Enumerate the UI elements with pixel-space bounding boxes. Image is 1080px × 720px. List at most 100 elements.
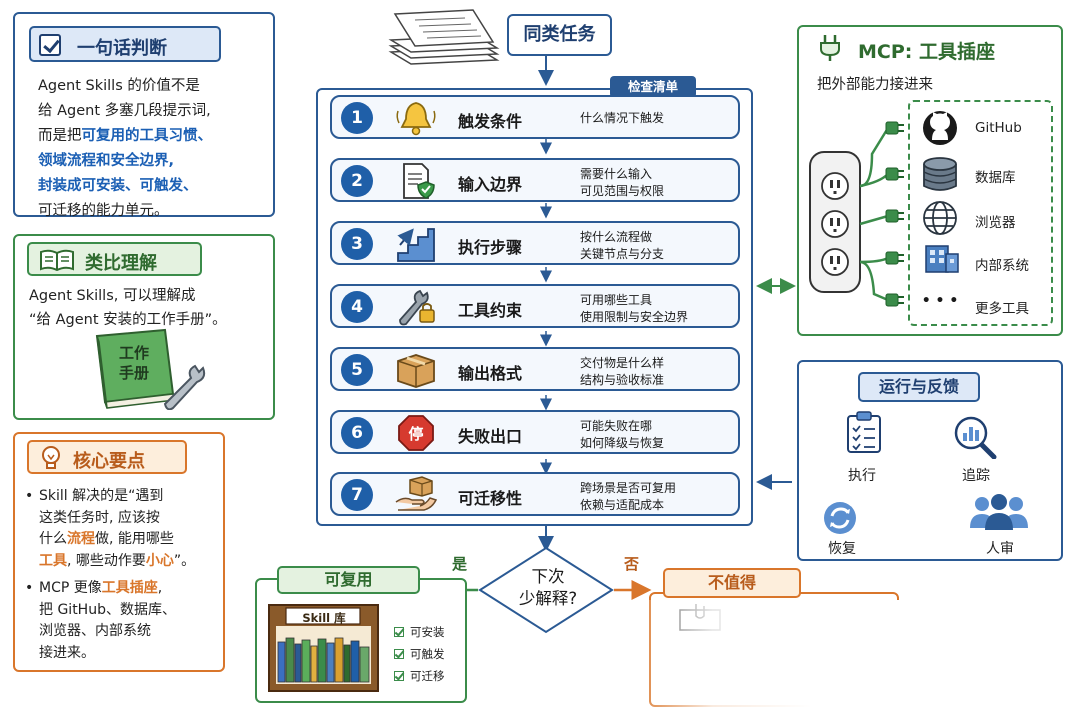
key-points-title: 核心要点	[73, 451, 145, 472]
bookshelf-icon	[268, 604, 379, 692]
bell-icon	[396, 102, 436, 136]
key-points-header: 核心要点	[27, 440, 187, 474]
run-recover-label: 恢复	[828, 541, 856, 557]
judgement-header: 一句话判断	[29, 26, 221, 62]
checkbox-icon	[39, 34, 61, 56]
lightbulb-icon	[42, 446, 60, 469]
key-points-panel: 核心要点 Skill 解决的是“遇到 这类任务时, 应该按 什么流程做, 能用哪…	[13, 432, 225, 672]
building-icon	[925, 245, 959, 273]
fade-overlay	[630, 600, 960, 720]
checklist-row-tools: 4 工具约束 可用哪些工具使用限制与安全边界	[330, 284, 740, 328]
row-desc: 按什么流程做关键节点与分支	[580, 230, 665, 261]
judgement-panel: 一句话判断 Agent Skills 的价值不是 给 Agent 多塞几段提示词…	[13, 12, 275, 219]
row-desc: 可能失败在哪如何降级与恢复	[580, 419, 665, 450]
analogy-text: Agent Skills, 可以理解成 “给 Agent 安装的工作手册”。	[29, 284, 269, 332]
same-task-box: 同类任务	[507, 14, 612, 56]
clipboard-icon	[847, 411, 881, 453]
wrench-icon	[163, 364, 206, 410]
skill-library-label: Skill 库	[302, 611, 346, 625]
checklist-row-trigger: 1 触发条件 什么情况下触发	[330, 95, 740, 139]
row-title: 失败出口	[458, 427, 523, 446]
analogy-line: “给 Agent 安装的工作手册”。	[29, 312, 227, 328]
step-number: 3	[341, 228, 373, 260]
yes-label: 是	[452, 555, 468, 573]
svg-text:停: 停	[408, 425, 423, 443]
row-title: 触发条件	[458, 112, 523, 131]
judgement-line: 封装成可安装、可触发、	[38, 178, 198, 194]
open-book-icon	[40, 249, 74, 271]
mcp-subtitle: 把外部能力接进来	[817, 77, 933, 93]
checklist-row-input: 2 输入边界 需要什么输入可见范围与权限	[330, 158, 740, 202]
run-review-label: 人审	[986, 541, 1014, 557]
step-number: 6	[341, 417, 373, 449]
row-desc: 交付物是什么样结构与验收标准	[580, 356, 665, 387]
database-icon	[923, 157, 957, 191]
row-title: 输入边界	[458, 175, 523, 194]
step-number: 5	[341, 354, 373, 386]
step-number: 4	[341, 291, 373, 323]
check-triggerable: 可触发	[394, 646, 445, 662]
checklist-label: 检查清单	[610, 76, 696, 98]
run-trace-label: 追踪	[962, 468, 990, 484]
refresh-icon	[824, 502, 856, 534]
row-title: 输出格式	[458, 364, 523, 383]
analogy-title: 类比理解	[85, 253, 157, 274]
key-point-mcp: MCP 更像工具插座, 把 GitHub、数据库、 浏览器、内部系统 接进来。	[25, 578, 220, 664]
row-desc: 跨场景是否可复用依赖与适配成本	[580, 481, 677, 512]
analogy-header: 类比理解	[27, 242, 202, 276]
judgement-line: 可迁移的能力单元。	[38, 203, 169, 219]
reusable-title: 可复用	[277, 566, 420, 594]
no-label: 否	[624, 555, 640, 573]
tool-label-database: 数据库	[975, 170, 1016, 186]
row-title: 可迁移性	[458, 489, 523, 508]
judgement-line: 而是把可复用的工具习惯、	[38, 128, 212, 144]
run-feedback-title: 运行与反馈	[858, 372, 980, 402]
mcp-title: MCP: 工具插座	[858, 41, 995, 63]
globe-icon	[923, 201, 957, 235]
row-desc: 需要什么输入可见范围与权限	[580, 167, 665, 198]
people-icon	[970, 494, 1028, 530]
svg-text:工作: 工作	[119, 344, 149, 362]
checkbox-icon	[394, 649, 404, 659]
magnifier-chart-icon	[954, 416, 997, 459]
not-worth-title: 不值得	[663, 568, 801, 598]
svg-text:手册: 手册	[119, 364, 149, 382]
judgement-text: Agent Skills 的价值不是 给 Agent 多塞几段提示词, 而是把可…	[38, 74, 270, 224]
analogy-line: Agent Skills, 可以理解成	[29, 288, 196, 304]
step-number: 2	[341, 165, 373, 197]
checkbox-icon	[394, 671, 404, 681]
row-title: 工具约束	[458, 301, 523, 320]
decision-diamond	[478, 546, 614, 634]
step-number: 1	[341, 102, 373, 134]
checklist-row-output: 5 输出格式 交付物是什么样结构与验收标准	[330, 347, 740, 391]
hand-box-icon	[395, 476, 438, 511]
tools-dashed-box	[908, 100, 1053, 326]
more-dots-icon: • • •	[922, 293, 959, 309]
row-desc: 可用哪些工具使用限制与安全边界	[580, 293, 689, 324]
stop-sign-icon: 停	[398, 415, 434, 451]
document-shield-icon	[403, 163, 435, 199]
checkbox-icon	[394, 627, 404, 637]
run-exec-label: 执行	[848, 468, 876, 484]
paper-stack-icon	[388, 9, 500, 65]
row-desc: 什么情况下触发	[580, 111, 665, 125]
box-icon	[397, 354, 435, 388]
tool-label-github: GitHub	[975, 120, 1022, 136]
checklist-frame	[316, 88, 753, 526]
checklist-row-failure: 6 停 失败出口 可能失败在哪如何降级与恢复	[330, 410, 740, 454]
power-strip-diagram: • • •	[809, 111, 959, 309]
decision-text: 下次 少解释?	[518, 567, 578, 608]
manual-book-icon: 工作 手册	[95, 328, 206, 410]
checklist-row-steps: 3 执行步骤 按什么流程做关键节点与分支	[330, 221, 740, 265]
wrench-lock-icon	[399, 289, 435, 326]
judgement-line: 领域流程和安全边界,	[38, 153, 175, 169]
tool-label-internal: 内部系统	[975, 258, 1029, 274]
checklist-row-portability: 7 可迁移性 跨场景是否可复用依赖与适配成本	[330, 472, 740, 516]
tool-label-browser: 浏览器	[975, 215, 1016, 231]
tool-label-more: 更多工具	[975, 301, 1029, 317]
plug-icon	[820, 35, 840, 61]
stairs-icon	[397, 228, 435, 262]
key-point-skill: Skill 解决的是“遇到 这类任务时, 应该按 什么流程做, 能用哪些 工具,…	[25, 486, 220, 572]
judgement-title: 一句话判断	[77, 38, 167, 59]
check-installable: 可安装	[394, 624, 445, 640]
